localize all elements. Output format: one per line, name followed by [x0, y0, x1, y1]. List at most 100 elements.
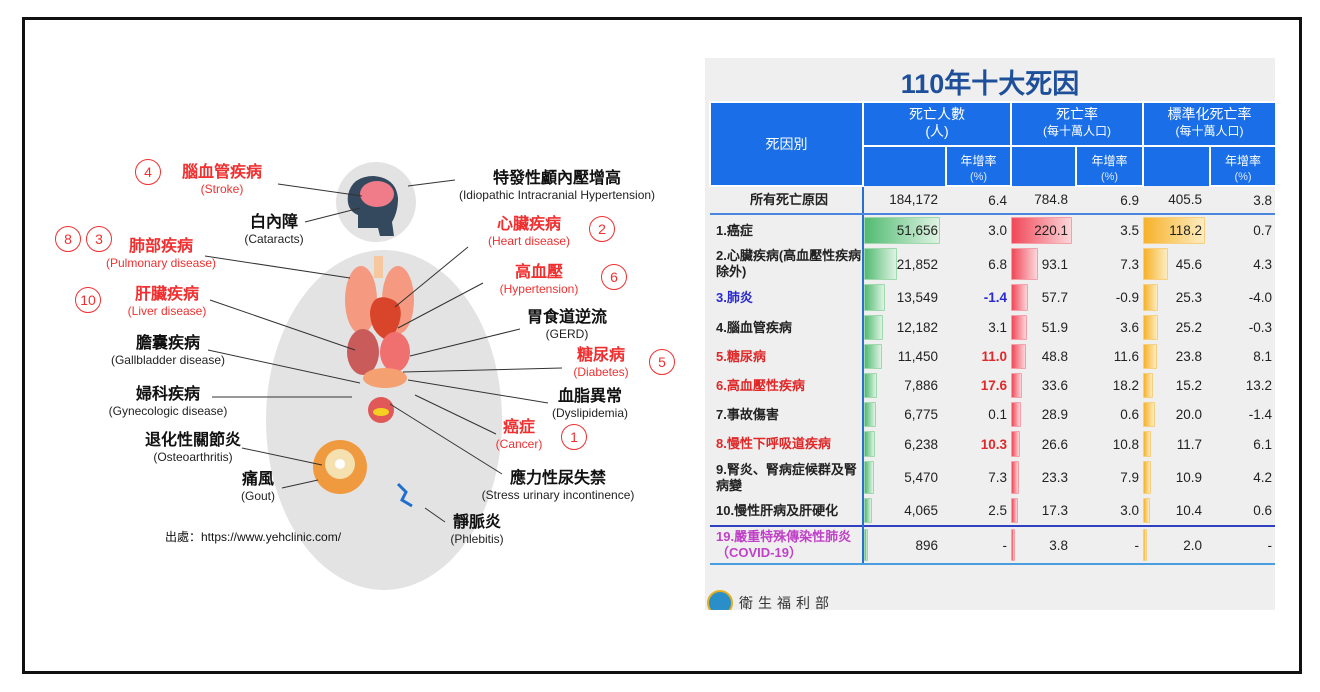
std-death-rate-growth: 13.2 [1210, 371, 1275, 400]
disease-name-en: (Diabetes) [573, 365, 629, 379]
std-death-rate: 25.3 [1143, 282, 1210, 313]
header-cause: 死因別 [709, 101, 864, 187]
disease-label: 高血壓(Hypertension) [500, 263, 579, 297]
cause-name: 3.肺炎 [710, 282, 864, 313]
header-deaths: 死亡人數(人) [862, 101, 1012, 147]
rank-badge: 4 [135, 159, 161, 185]
rank-badge: 3 [86, 226, 112, 252]
value-bar [1143, 529, 1147, 561]
death-count-growth: 7.3 [946, 459, 1011, 496]
cell-value: -4.0 [1248, 290, 1272, 305]
cell-value: 6.9 [1120, 192, 1139, 208]
death-count: 12,182 [863, 313, 946, 342]
death-rate: 51.9 [1011, 313, 1076, 342]
cell-value: 0.7 [1253, 223, 1272, 238]
disease-label: 膽囊疾病(Gallbladder disease) [111, 334, 225, 368]
cause-name: 4.腦血管疾病 [710, 313, 864, 342]
disease-label: 胃食道逆流(GERD) [527, 308, 607, 342]
std-death-rate: 11.7 [1143, 429, 1210, 459]
cause-name: 10.慢性肝病及肝硬化 [710, 496, 864, 526]
cell-value: 220.1 [1034, 223, 1068, 238]
cell-value: 6.8 [988, 256, 1007, 272]
cell-value: 13,549 [896, 290, 938, 305]
cell-value: - [1134, 537, 1140, 553]
std-death-rate-growth: 6.1 [1210, 429, 1275, 459]
value-bar [1143, 217, 1206, 244]
cell-value: 6,775 [904, 407, 938, 422]
cell-value: 3.0 [988, 223, 1007, 238]
causes-of-death-table: 死因別 死亡人數(人) 死亡率(每十萬人口) 標準化死亡率(每十萬人口) 年增率… [709, 101, 1275, 565]
header-rate-unit: (每十萬人口) [1043, 124, 1111, 138]
value-bar [864, 373, 878, 398]
disease-name-zh: 高血壓 [514, 264, 564, 281]
table-row: 19.嚴重特殊傳染性肺炎（COVID-19）896-3.8-2.0- [710, 525, 1275, 565]
cell-value: 3.8 [1049, 537, 1068, 553]
death-count-growth: 17.6 [946, 371, 1011, 400]
cause-name: 7.事故傷害 [710, 400, 864, 429]
cell-value: 11.0 [981, 349, 1007, 364]
cell-value: 6,238 [904, 436, 938, 452]
death-count-growth: 3.1 [946, 313, 1011, 342]
death-count: 5,470 [863, 459, 946, 496]
cause-name: 9.腎炎、腎病症候群及腎病變 [710, 459, 864, 496]
disease-label: 腦血管疾病(Stroke) [182, 163, 262, 197]
std-death-rate: 45.6 [1143, 246, 1210, 282]
cell-value: 8.1 [1253, 349, 1272, 364]
cell-value: 17.6 [980, 378, 1007, 393]
rank-badge: 2 [589, 216, 615, 242]
death-rate: 57.7 [1011, 282, 1076, 313]
disease-name-zh: 應力性尿失禁 [509, 470, 607, 487]
death-rate: 17.3 [1011, 496, 1076, 526]
death-rate-growth: 3.5 [1076, 214, 1143, 246]
std-death-rate-growth: 0.7 [1210, 214, 1275, 246]
death-count: 184,172 [863, 186, 946, 215]
value-bar [1011, 248, 1038, 280]
disease-name-zh: 白內障 [249, 214, 298, 231]
disease-label: 婦科疾病(Gynecologic disease) [109, 385, 228, 419]
value-bar [864, 248, 898, 280]
death-count-growth: 6.8 [946, 246, 1011, 282]
disease-name-en: (Phlebitis) [450, 532, 504, 546]
disease-name-zh: 胃食道逆流 [526, 309, 608, 326]
disease-label: 應力性尿失禁(Stress urinary incontinence) [482, 469, 635, 503]
cell-value: 4,065 [904, 503, 938, 518]
disease-name-zh: 腦血管疾病 [181, 164, 263, 181]
cell-value: 11,450 [897, 349, 938, 364]
death-count-growth: 0.1 [946, 400, 1011, 429]
image-frame [22, 17, 1302, 674]
death-count: 896 [863, 525, 946, 565]
std-death-rate-growth: 8.1 [1210, 342, 1275, 371]
value-bar [1011, 284, 1029, 311]
value-bar [864, 529, 868, 561]
disease-name-zh: 肺部疾病 [128, 238, 194, 255]
cause-name: 6.高血壓性疾病 [710, 371, 864, 400]
cell-value: - [1267, 537, 1273, 553]
death-count: 7,886 [863, 371, 946, 400]
cell-value: 17.3 [1041, 503, 1068, 518]
death-rate-growth: -0.9 [1076, 282, 1143, 313]
death-count-growth: 2.5 [946, 496, 1011, 526]
disease-name-zh: 糖尿病 [576, 347, 626, 364]
death-rate-growth: 7.3 [1076, 246, 1143, 282]
disease-name-en: (Gallbladder disease) [110, 353, 226, 367]
cell-value: 0.1 [988, 407, 1007, 422]
std-death-rate: 405.5 [1143, 186, 1210, 215]
cell-value: 28.9 [1041, 407, 1068, 422]
value-bar [1143, 431, 1151, 457]
death-rate-growth: 3.0 [1076, 496, 1143, 526]
death-count: 6,238 [863, 429, 946, 459]
cell-value: -0.9 [1115, 290, 1139, 305]
cell-value: 3.6 [1120, 320, 1139, 335]
growth-unit: (%) [969, 171, 988, 183]
cell-value: 7.3 [988, 470, 1007, 485]
header-death-rate: 死亡率(每十萬人口) [1010, 101, 1144, 147]
death-count: 6,775 [863, 400, 946, 429]
disease-name-en: (Dyslipidemia) [551, 406, 629, 420]
cause-name: 5.糖尿病 [710, 342, 864, 371]
cell-value: 3.5 [1120, 223, 1139, 238]
